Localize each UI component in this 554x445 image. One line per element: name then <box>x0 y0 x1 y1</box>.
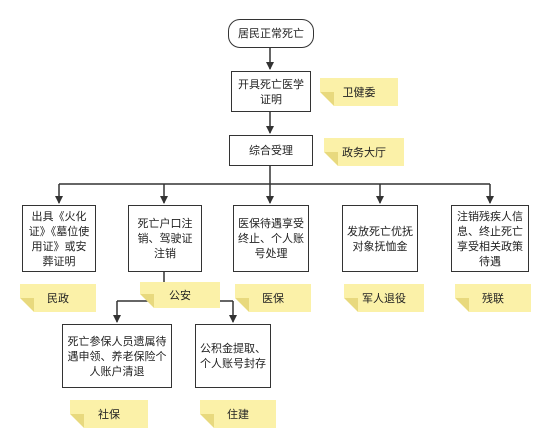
note-civil-affairs: 民政 <box>20 284 96 312</box>
housing-fund-node: 公积金提取、个人账号封存 <box>195 324 271 388</box>
note-label: 住建 <box>227 408 249 421</box>
note-service-hall: 政务大厅 <box>324 138 404 166</box>
note-label: 卫健委 <box>342 86 376 99</box>
medical-insurance-node: 医保待遇享受终止、个人账号处理 <box>233 205 309 272</box>
note-veterans-affairs: 军人退役 <box>344 284 424 312</box>
note-disabled-federation: 残联 <box>455 284 531 312</box>
note-label: 民政 <box>47 292 69 305</box>
note-label: 医保 <box>262 292 284 305</box>
note-label: 社保 <box>98 408 120 421</box>
military-pension-node: 发放死亡优抚对象抚恤金 <box>342 205 418 272</box>
note-label: 残联 <box>482 292 504 305</box>
note-social-security: 社保 <box>70 400 148 428</box>
disabled-info-node: 注销残疾人信息、终止死亡享受相关政策待遇 <box>451 205 529 272</box>
reception-node: 综合受理 <box>229 135 313 166</box>
hukou-cancellation-node: 死亡户口注销、驾驶证注销 <box>128 205 202 272</box>
note-label: 公安 <box>169 289 191 302</box>
note-label: 军人退役 <box>362 292 406 305</box>
note-public-security: 公安 <box>140 282 220 308</box>
note-health-commission: 卫健委 <box>320 78 398 106</box>
cremation-certificate-node: 出具《火化证》《墓位使用证》或安葬证明 <box>22 205 96 272</box>
note-medical-insurance: 医保 <box>235 284 311 312</box>
social-insurance-node: 死亡参保人员遗属待遇申领、养老保险个人账户清退 <box>62 324 172 388</box>
note-label: 政务大厅 <box>342 146 386 159</box>
start-node: 居民正常死亡 <box>228 19 314 48</box>
death-certificate-node: 开具死亡医学证明 <box>231 71 311 112</box>
note-housing-construction: 住建 <box>200 400 276 428</box>
